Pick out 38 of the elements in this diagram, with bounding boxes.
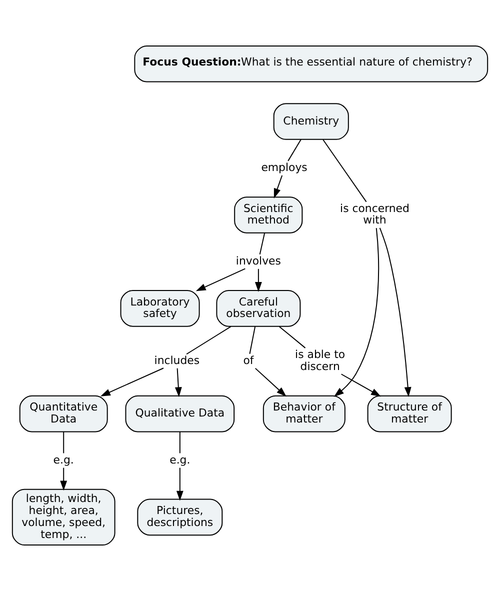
- connector: [322, 139, 367, 202]
- connector: [63, 431, 64, 454]
- node-box: Laboratory safety: [120, 290, 200, 327]
- node-box: Structure of matter: [367, 395, 452, 432]
- node-box: Focus Question:What is the essential nature of chemistry?: [134, 45, 488, 82]
- connector: [179, 431, 180, 454]
- connector: [288, 138, 302, 162]
- node-text: of: [243, 354, 254, 367]
- arrow: [334, 228, 380, 397]
- node-text: includes: [154, 354, 200, 367]
- arrow: [176, 467, 184, 501]
- arrow: [254, 268, 262, 292]
- arrow: [174, 368, 182, 398]
- node-text: is concerned with: [340, 202, 410, 227]
- arrow: [60, 467, 68, 491]
- arrow: [100, 368, 164, 396]
- node-box: length, width, height, area, volume, speed, temp, ...: [12, 488, 116, 546]
- arrow: [254, 368, 286, 397]
- node-text: e.g.: [170, 453, 190, 466]
- node-box: Pictures, descriptions: [137, 498, 223, 536]
- connector: [278, 326, 306, 348]
- node-box: Careful observation: [216, 290, 301, 327]
- node-text: employs: [261, 161, 308, 174]
- node-text: involves: [236, 254, 281, 268]
- arrow: [274, 174, 283, 198]
- connector: [186, 326, 232, 355]
- node-box: Chemistry: [273, 103, 349, 140]
- arrow: [379, 228, 412, 397]
- node-box: Scientific method: [234, 196, 303, 234]
- node-text: is able to discern: [295, 348, 346, 373]
- node-box: Behavior of matter: [262, 395, 346, 432]
- arrow: [196, 268, 246, 292]
- connector: [259, 232, 266, 255]
- arrow: [340, 374, 382, 397]
- node-text: e.g.: [53, 453, 74, 466]
- connector: [249, 326, 256, 354]
- node-box: Quantitative Data: [19, 395, 108, 432]
- node-box: Qualitative Data: [125, 395, 235, 432]
